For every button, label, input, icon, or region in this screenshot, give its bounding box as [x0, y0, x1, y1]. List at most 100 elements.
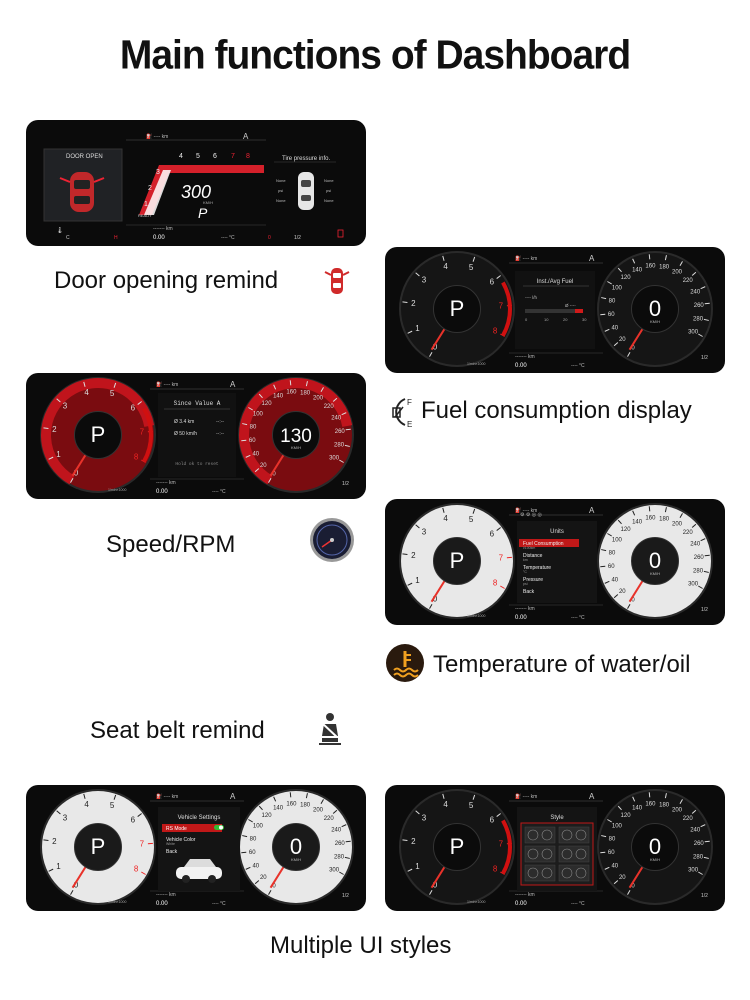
rpm-tick-label: 8 [134, 453, 139, 462]
svg-text:psi: psi [326, 188, 331, 193]
odometer: 0.00 [515, 901, 527, 907]
svg-text:⛽ ---- km: ⛽ ---- km [156, 381, 178, 388]
rpm-tick-label: 8 [493, 579, 498, 588]
rpm-tick-label: 5 [110, 389, 115, 398]
svg-text:------- km: ------- km [515, 892, 535, 898]
drive-mode: A [589, 506, 595, 515]
speed-readout: 0 [649, 296, 661, 321]
info-title: Vehicle Settings [178, 815, 221, 821]
caption-speed: Speed/RPM [106, 531, 236, 558]
fuel-axis-label: 0 [525, 317, 528, 322]
speed-tick-label: 140 [632, 519, 643, 525]
tire-pressure-label: Tire pressure info. [282, 156, 330, 162]
speed-tick-label: 200 [672, 269, 683, 275]
speed-tick-label: 280 [334, 855, 345, 861]
svg-text:1/min×1000: 1/min×1000 [467, 362, 485, 366]
svg-text:H: H [114, 235, 118, 241]
speed-tick-label: 220 [683, 816, 694, 822]
info-title: Style [550, 815, 564, 821]
speed-tick-label: 20 [619, 589, 626, 595]
speed-tick-label: 40 [252, 451, 259, 457]
car-door-open-icon [59, 172, 105, 212]
speed-tick-label: 60 [249, 850, 256, 856]
rpm-tick-label: 0 [74, 881, 79, 890]
svg-text:1/2: 1/2 [701, 607, 708, 613]
door-open-label: DOOR OPEN [66, 154, 103, 160]
drive-mode: A [230, 792, 236, 801]
svg-text:5: 5 [196, 153, 200, 160]
speed-tick-label: 260 [335, 429, 346, 435]
speed-tick-label: 60 [608, 850, 615, 856]
speed-tick-label: 120 [621, 813, 632, 819]
seatbelt-icon [316, 712, 344, 751]
speed-tick-label: 40 [252, 863, 259, 869]
svg-text:---- °C: ---- °C [212, 901, 226, 907]
rpm-tick-label: 2 [411, 299, 416, 308]
svg-text:------- km: ------- km [153, 226, 173, 232]
speed-tick-label: 100 [253, 824, 264, 830]
speed-tick-label: 260 [694, 555, 705, 561]
rpm-tick-label: 0 [433, 343, 438, 352]
odometer: 0.00 [156, 489, 168, 495]
svg-text:1/min×1000: 1/min×1000 [467, 614, 485, 618]
rpm-tick-label: 6 [131, 816, 136, 825]
speed-tick-label: 300 [688, 582, 699, 588]
speed-tick-label: 0 [631, 598, 635, 604]
speed-tick-label: 260 [694, 303, 705, 309]
speed-tick-label: 80 [250, 424, 257, 430]
speed-tick-label: 200 [313, 807, 324, 813]
fuel-gauge-icon: F E [385, 395, 415, 434]
gear-indicator: P [91, 422, 106, 447]
rpm-tick-label: 4 [443, 800, 448, 809]
svg-text:1/min×1000: 1/min×1000 [108, 488, 126, 492]
menu-item: Back [166, 849, 178, 855]
info-title: Units [550, 529, 564, 535]
rpm-tick-label: 1 [415, 576, 420, 585]
svg-text:READY: READY [138, 213, 152, 218]
speed-tick-label: 140 [632, 267, 643, 273]
speed-tick-label: 80 [609, 550, 616, 556]
caption-styles: Multiple UI styles [270, 932, 452, 959]
speed-tick-label: 120 [621, 275, 632, 281]
speed-tick-label: 140 [632, 805, 643, 811]
svg-text:psi: psi [523, 582, 528, 586]
speed-tick-label: 40 [611, 325, 618, 331]
speed-tick-label: 100 [612, 824, 623, 830]
rpm-tick-label: 5 [110, 801, 115, 810]
svg-text:1/2: 1/2 [701, 893, 708, 899]
speed-tick-label: 240 [690, 542, 701, 548]
speed-tick-label: 100 [612, 538, 623, 544]
svg-text:1/min×1000: 1/min×1000 [108, 900, 126, 904]
speed-tick-label: 220 [683, 530, 694, 536]
page-title: Main functions of Dashboard [119, 32, 631, 79]
speed-tick-label: 300 [329, 456, 340, 462]
speed-tick-label: 160 [645, 802, 656, 808]
svg-text:White: White [166, 842, 175, 846]
svg-text:E: E [407, 420, 412, 429]
rpm-tick-label: 7 [499, 840, 504, 849]
menu-item: Distance [523, 553, 543, 559]
svg-text:Ø 3.4 km: Ø 3.4 km [174, 419, 194, 425]
svg-text:⛽ ---- km: ⛽ ---- km [156, 793, 178, 800]
rpm-tick-label: 2 [411, 837, 416, 846]
speed-tick-label: 60 [249, 438, 256, 444]
rpm-tick-label: 7 [140, 428, 145, 437]
speed-tick-label: 120 [262, 813, 273, 819]
rpm-tick-label: 4 [84, 800, 89, 809]
info-title: Since Value A [174, 400, 221, 407]
rpm-tick-label: 1 [415, 862, 420, 871]
car-preview-icon [176, 859, 222, 883]
rpm-tick-label: 7 [499, 302, 504, 311]
svg-text:⛽ ---- km: ⛽ ---- km [146, 133, 168, 140]
gear-indicator: P [91, 834, 106, 859]
gear-indicator: P [450, 548, 465, 573]
gear-indicator: P [198, 205, 208, 221]
speed-tick-label: 180 [300, 390, 311, 396]
speed-tick-label: 200 [672, 807, 683, 813]
svg-text:---- l/h: ---- l/h [525, 295, 537, 300]
